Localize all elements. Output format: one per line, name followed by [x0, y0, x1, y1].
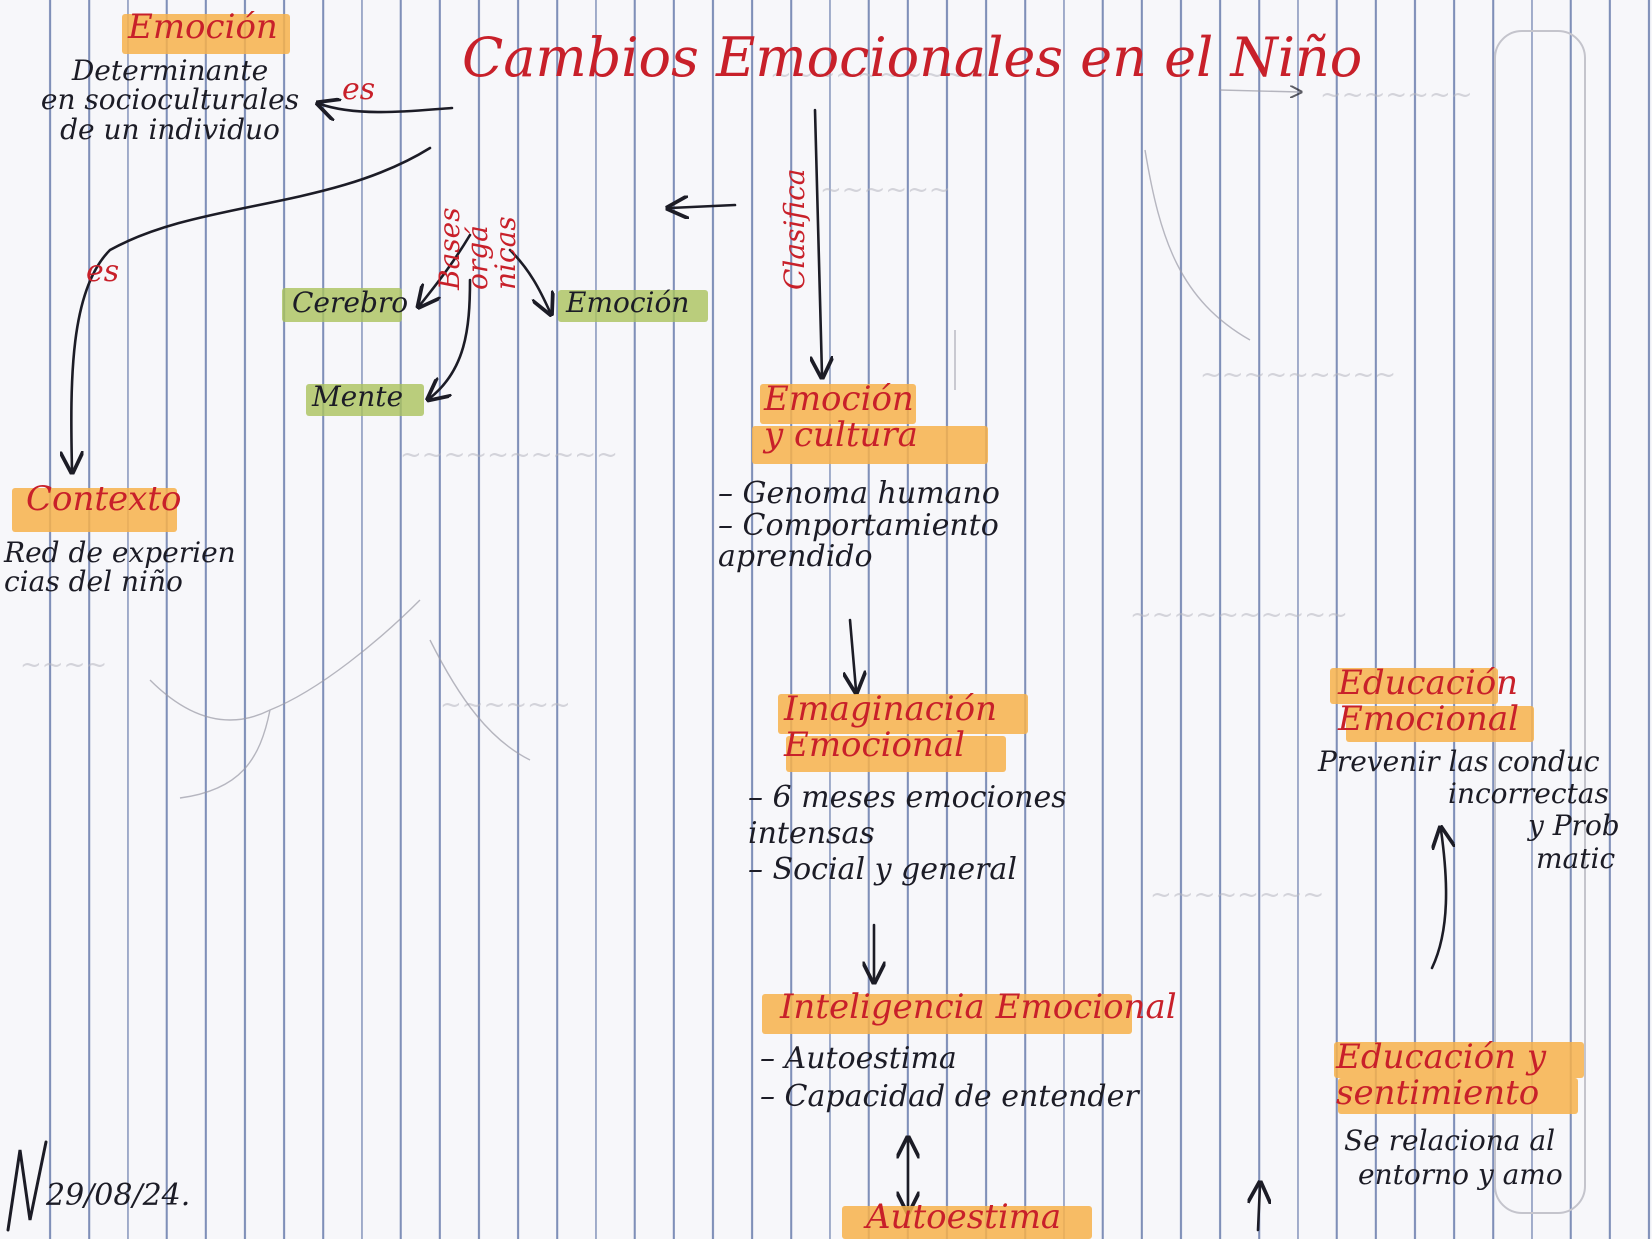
highlight	[1330, 668, 1498, 704]
emocion-cultura-heading: Emoción y cultura	[764, 379, 918, 455]
autoestima-heading: Autoestima	[866, 1197, 1062, 1237]
page-title: Cambios Emocionales en el Niño	[462, 26, 1363, 89]
highlight	[1346, 706, 1534, 742]
arrow-to-emocion	[320, 104, 454, 112]
heading-line: Emocional	[1338, 698, 1519, 739]
text-line: cias del niño	[4, 565, 183, 599]
highlight	[778, 694, 1028, 734]
arrow-to-cerebro	[420, 233, 472, 305]
text-line: Se relaciona al	[1344, 1124, 1556, 1157]
highlight-green	[306, 384, 424, 416]
heading-line: Educación y	[1336, 1037, 1547, 1077]
inteligencia-list: Autoestima Capacidad de entender	[760, 1040, 1139, 1115]
highlight	[122, 14, 290, 54]
highlight	[12, 488, 177, 532]
heading-line: Emocional	[784, 724, 965, 765]
educacion-heading: Educación Emocional	[1338, 663, 1519, 739]
bases-item-cerebro: Cerebro	[292, 286, 409, 319]
arrow-to-imaginacion	[850, 618, 856, 690]
arrow-to-contexto	[71, 146, 432, 470]
highlight-green	[282, 288, 402, 322]
highlight	[760, 384, 916, 424]
signature-date: 29/08/24.	[46, 1178, 191, 1213]
heading-line: Educación	[1338, 663, 1519, 703]
text-line: Determinante	[71, 54, 269, 87]
arrow-to-mente	[430, 278, 472, 398]
text-line: y Prob	[1528, 809, 1620, 843]
contexto-heading: Contexto	[26, 479, 182, 519]
highlight-green	[558, 290, 708, 322]
text-line: en socioculturales	[40, 83, 300, 117]
emocion-heading: Emoción	[128, 7, 278, 47]
list-item: Comportamiento aprendido	[718, 509, 1078, 573]
heading-line: sentimiento	[1336, 1072, 1540, 1113]
highlight	[1338, 1078, 1578, 1114]
arrow-to-emocion-node	[508, 248, 550, 312]
page-margin-frame	[1494, 30, 1586, 1214]
text-line: de un individuo	[60, 112, 280, 146]
highlight	[1334, 1042, 1584, 1078]
bases-item-mente: Mente	[312, 380, 404, 413]
heading-line: Imaginación	[784, 689, 998, 729]
bases-label: Bases orgá nicas	[433, 207, 522, 290]
inteligencia-heading: Inteligencia Emocional	[780, 987, 1177, 1027]
list-item: Autoestima	[760, 1040, 1139, 1078]
heading-line: y cultura	[764, 414, 918, 455]
highlight	[842, 1206, 1092, 1239]
highlight	[752, 426, 988, 464]
highlight	[786, 736, 1006, 772]
emocion-text: Determinante en socioculturales de un in…	[20, 54, 320, 146]
list-item: Capacidad de entender	[760, 1078, 1139, 1116]
list-item: 6 meses emociones intensas	[748, 780, 1078, 852]
arrow-to-bases	[670, 205, 737, 208]
signature-mark	[6, 1140, 48, 1232]
highlight	[762, 994, 1132, 1034]
educacion-text: Prevenir las conduc incorrectas y Prob m…	[1318, 745, 1620, 875]
text-line: entorno y amo	[1358, 1157, 1563, 1191]
educacion-sentimiento-text: Se relaciona al entorno y amo	[1344, 1124, 1563, 1191]
text-line: matic	[1536, 841, 1616, 875]
arrow-education-link	[1432, 830, 1446, 970]
arrow-to-emocion-cultura	[815, 108, 822, 375]
list-item: Social y general	[748, 852, 1078, 888]
text-line: Prevenir las conduc	[1318, 745, 1600, 778]
imaginacion-heading: Imaginación Emocional	[784, 689, 998, 765]
contexto-connector: es	[86, 254, 120, 289]
list-item: Genoma humano	[718, 478, 1078, 510]
heading-line: Emoción	[764, 379, 914, 419]
contexto-text: Red de experien cias del niño	[4, 538, 236, 597]
imaginacion-list: 6 meses emociones intensas Social y gene…	[748, 780, 1078, 888]
educacion-sentimiento-heading: Educación y sentimiento	[1336, 1037, 1547, 1113]
arrow-bottom-up	[1258, 1185, 1260, 1232]
clasifica-label: Clasifica	[778, 168, 811, 290]
bases-item-emocion: Emoción	[566, 286, 690, 319]
text-line: Red de experien	[4, 536, 236, 569]
emocion-connector: es	[342, 72, 376, 107]
emocion-cultura-list: Genoma humano Comportamiento aprendido	[718, 478, 1078, 573]
text-line: incorrectas	[1448, 777, 1609, 811]
